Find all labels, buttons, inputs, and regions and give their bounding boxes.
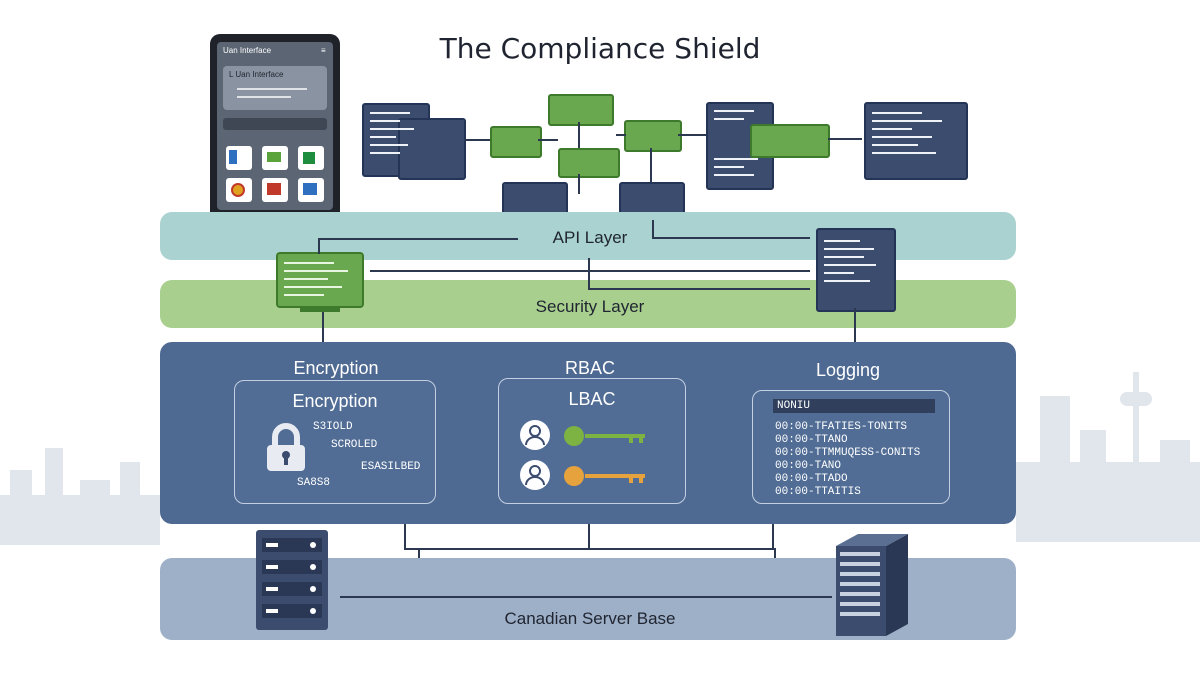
code-snippet-green xyxy=(490,126,542,158)
log-entry: 00:00-TTAITIS xyxy=(775,486,861,498)
log-entry: 00:00-TTMMUQESS-CONITS xyxy=(775,447,921,459)
flow-arrow xyxy=(616,134,626,136)
connector-line xyxy=(318,238,518,240)
page-title: The Compliance Shield xyxy=(439,32,761,65)
rbac-panel: LBAC xyxy=(498,378,686,504)
tablet-header: Uan Interface xyxy=(223,46,272,55)
log-entry: 00:00-TANO xyxy=(775,460,842,472)
key-orange-icon xyxy=(563,465,653,487)
connector-line xyxy=(322,312,324,344)
flow-connector xyxy=(578,174,580,194)
connector-line xyxy=(588,524,590,548)
rbac-heading: RBAC xyxy=(564,358,615,378)
server-rack-icon xyxy=(256,530,328,630)
code-snippet-green xyxy=(624,120,682,152)
log-entry: 00:00-TTADO xyxy=(775,473,848,485)
code-snippet-green xyxy=(548,94,614,126)
user-icon xyxy=(519,419,551,451)
connector-line xyxy=(652,220,654,238)
flow-arrow xyxy=(678,134,706,136)
cipher-text: SCROLED xyxy=(331,439,378,451)
connector-line xyxy=(652,237,810,239)
key-green-icon xyxy=(563,425,653,447)
encryption-heading: Encryption xyxy=(293,358,379,378)
code-document xyxy=(864,102,968,180)
user-icon xyxy=(519,459,551,491)
cipher-text: S3IOLD xyxy=(313,421,353,433)
encryption-box-title: Encryption xyxy=(292,391,378,411)
server-base-label: Canadian Server Base xyxy=(504,609,676,628)
code-document xyxy=(398,118,466,180)
lock-icon xyxy=(261,423,311,473)
code-snippet-green xyxy=(750,124,830,158)
tablet-input-field[interactable] xyxy=(223,118,327,130)
rbac-box-title: LBAC xyxy=(568,389,616,409)
document-icon xyxy=(816,228,896,312)
log-entry: 00:00-TTANO xyxy=(775,434,848,446)
tablet-screen: Uan Interface ≡ L Uan Interface xyxy=(217,42,333,210)
menu-icon: ≡ xyxy=(321,46,326,55)
logging-heading: Logging xyxy=(815,360,881,380)
connector-arrow xyxy=(340,596,832,598)
cipher-text: ESASILBED xyxy=(361,461,421,473)
tablet-card: L Uan Interface xyxy=(223,66,327,110)
tablet-card-title: L Uan Interface xyxy=(229,70,284,79)
connector-line xyxy=(318,238,320,254)
flow-connector xyxy=(578,122,580,148)
monitor-stand xyxy=(300,306,340,312)
cipher-text: SA8S8 xyxy=(297,477,331,489)
flow-arrow xyxy=(538,139,558,141)
encryption-panel: Encryption S3IOLD SCROLED ESASILBED SA8S… xyxy=(234,380,436,504)
log-header-bar: NONIU xyxy=(773,399,935,413)
connector-line xyxy=(588,258,590,288)
connector-arrow xyxy=(370,270,810,272)
logging-panel: NONIU 00:00-TFATIES-TONITS 00:00-TTANO 0… xyxy=(752,390,950,504)
connector-line xyxy=(854,308,856,344)
connector-line xyxy=(404,548,774,550)
log-entry: 00:00-TFATIES-TONITS xyxy=(775,421,908,433)
code-snippet-green xyxy=(558,148,620,178)
monitor-icon xyxy=(276,252,364,308)
connector-line xyxy=(404,524,406,548)
flow-arrow xyxy=(464,139,490,141)
server-tower-icon xyxy=(836,534,908,636)
log-header-label: NONIU xyxy=(777,400,811,412)
connector-line xyxy=(588,288,810,290)
security-layer-label: Security Layer xyxy=(535,297,645,316)
api-layer-label: API Layer xyxy=(552,228,628,247)
connector-line xyxy=(772,524,774,548)
flow-connector xyxy=(650,148,652,182)
tablet-device: Uan Interface ≡ L Uan Interface xyxy=(210,34,340,226)
flow-arrow xyxy=(828,138,862,140)
